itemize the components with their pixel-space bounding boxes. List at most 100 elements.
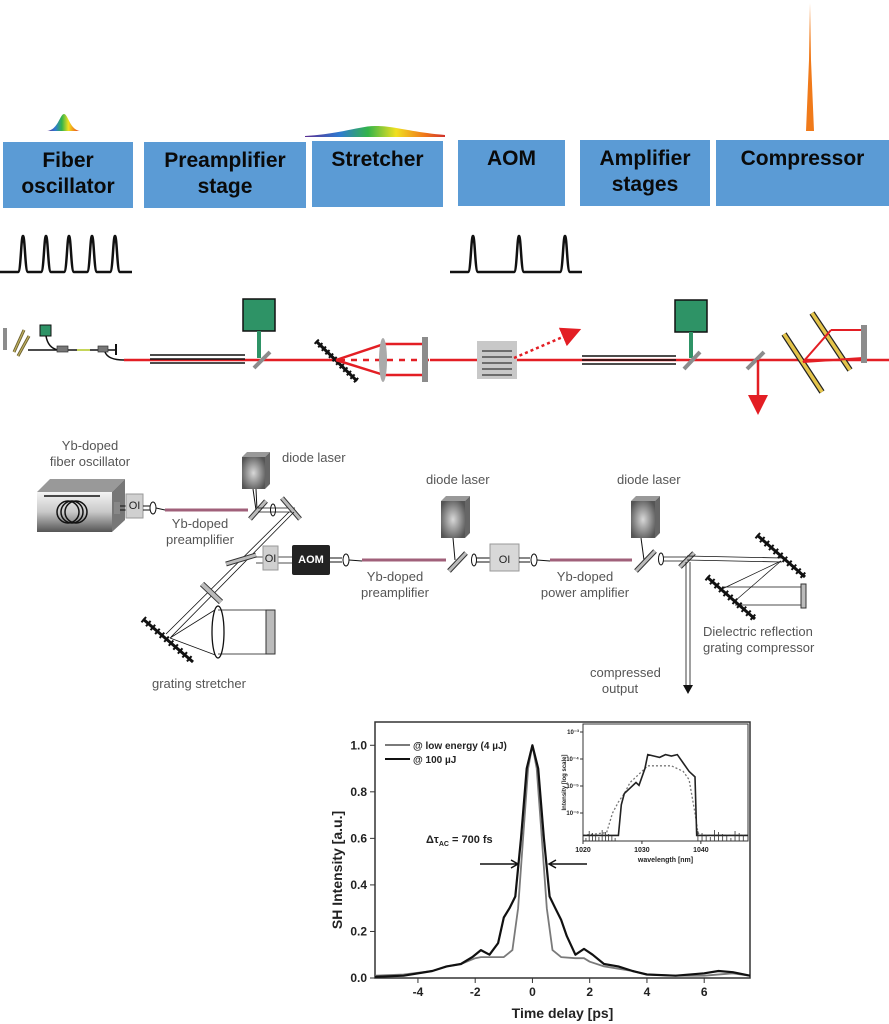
- pump-diode-1-icon: [242, 298, 276, 332]
- stretcher-icon: [313, 337, 430, 384]
- label-line: compressed: [590, 665, 661, 680]
- amplifier-fiber-icon: [582, 355, 676, 365]
- aom-crystal-icon: [477, 327, 582, 379]
- inset-y-tick-label: 10⁻⁴: [566, 757, 579, 763]
- compressed-pulse-icon: [806, 3, 814, 131]
- stage-label-line: Compressor: [740, 147, 865, 170]
- label-line: power amplifier: [540, 585, 630, 600]
- inset-frame: [582, 723, 749, 842]
- compressor-gratings-icon: [781, 311, 867, 394]
- stage-aom: AOM: [458, 140, 565, 206]
- stage-label-line: Preamplifier: [164, 149, 286, 172]
- x-axis-label: Time delay [ps]: [512, 1005, 614, 1021]
- compressed-output-arrow-icon: [683, 685, 693, 694]
- stage-label-line: oscillator: [21, 175, 115, 198]
- label-line: Dielectric reflection: [703, 624, 813, 639]
- inset-y-axis-label: Intensity [log scale]: [562, 754, 568, 810]
- stage-label-line: Fiber: [42, 149, 94, 172]
- pulse-trace: [450, 234, 582, 274]
- stage-stretcher: Stretcher: [312, 141, 443, 207]
- legend-label: @ 100 µJ: [413, 755, 456, 766]
- label-line: Yb-doped: [366, 569, 424, 584]
- aom-box-icon: [292, 545, 330, 575]
- label-line: Yb-doped: [556, 569, 614, 584]
- fwhm-annotation: ΔτAC = 700 fs: [426, 834, 493, 848]
- inset-y-tick-label: 10⁻⁶: [566, 811, 579, 817]
- plot-frame: [374, 721, 751, 979]
- label-preamp-2: Yb-doped preamplifier: [355, 569, 435, 601]
- isolator-2-label: OI: [264, 553, 277, 565]
- pulse-trace: [0, 234, 132, 274]
- series-line: [374, 744, 751, 978]
- detailed-setup: [37, 452, 808, 694]
- oscillator-spectrum-icon: [47, 114, 80, 131]
- inset-x-tick-label: 1020: [575, 847, 591, 854]
- diode-laser-2-icon: [441, 496, 470, 561]
- label-diode-3: diode laser: [617, 472, 681, 487]
- legend-label: @ low energy (4 µJ): [413, 741, 507, 752]
- x-tick-label: 2: [586, 985, 593, 999]
- fwhm-arrow-left: [480, 859, 520, 869]
- y-tick-label: 0.8: [350, 785, 367, 799]
- x-tick-label: -2: [470, 985, 481, 999]
- label-diode-1: diode laser: [282, 450, 346, 465]
- label-line: grating compressor: [703, 640, 815, 655]
- stage-label-line: AOM: [487, 147, 536, 170]
- diode-laser-3-icon: [631, 496, 660, 561]
- label-line: preamplifier: [166, 532, 234, 547]
- label-preamp-1: Yb-doped preamplifier: [160, 516, 240, 548]
- y-tick-label: 0.0: [350, 971, 367, 985]
- label-line: Yb-doped: [61, 438, 119, 453]
- label-line: preamplifier: [361, 585, 429, 600]
- inset-y-tick-label: 10⁻³: [567, 729, 579, 736]
- diode-laser-1-icon: [242, 452, 270, 511]
- y-axis-label: SH Intensity [a.u.]: [329, 811, 345, 929]
- y-tick-label: 1.0: [350, 738, 367, 752]
- isolator-3-icon: [489, 543, 520, 572]
- stretcher-grating-icon: [140, 605, 276, 665]
- inset-series-line: [583, 753, 748, 837]
- stage-amplifier: Amplifier stages: [580, 140, 710, 206]
- pump-diode-small-icon: [39, 324, 52, 337]
- pump-diode-2-icon: [674, 299, 708, 333]
- aom-box-label: AOM: [298, 554, 324, 566]
- label-stretcher: grating stretcher: [152, 676, 246, 691]
- y-tick-label: 0.6: [350, 831, 367, 845]
- label-power-amp: Yb-doped power amplifier: [535, 569, 635, 601]
- label-line: fiber oscillator: [49, 454, 131, 469]
- inset-series-line: [582, 765, 748, 837]
- fwhm-arrow-right: [547, 859, 587, 869]
- end-mirror-icon: [3, 328, 7, 350]
- oscillator-box-icon: [37, 479, 125, 532]
- simplified-beamline: [3, 298, 889, 415]
- dichroic-mirror-icon: [252, 350, 272, 370]
- inset-x-tick-label: 1040: [693, 847, 709, 854]
- x-tick-label: 4: [644, 985, 651, 999]
- stage-label-line: stages: [611, 173, 679, 196]
- x-tick-label: -4: [413, 985, 424, 999]
- isolator-1-label: OI: [128, 500, 141, 512]
- label-line: output: [601, 681, 639, 696]
- label-output: compressed output: [590, 665, 661, 697]
- isolator-2-icon: [262, 545, 279, 571]
- x-tick-label: 6: [701, 985, 708, 999]
- stage-preamplifier: Preamplifier stage: [144, 142, 306, 208]
- y-tick-label: 0.2: [350, 924, 367, 938]
- x-tick-label: 0: [529, 985, 536, 999]
- stage-label-line: Amplifier: [599, 147, 691, 170]
- stretched-spectrum-icon: [305, 126, 445, 137]
- preamp-fiber-icon: [150, 354, 245, 364]
- label-compressor: Dielectric reflection grating compressor: [703, 624, 814, 656]
- isolator-3-label: OI: [498, 554, 511, 566]
- label-oscillator: Yb-doped fiber oscillator: [40, 438, 140, 470]
- dielectric-compressor-icon: [686, 532, 808, 622]
- stage-fiber-oscillator: Fiber oscillator: [3, 142, 133, 208]
- y-tick-label: 0.4: [350, 878, 367, 892]
- stage-compressor: Compressor: [716, 140, 889, 206]
- inset-y-tick-label: 10⁻⁵: [566, 784, 579, 790]
- stage-label-line: Stretcher: [331, 148, 424, 171]
- oscillator-pulse-train: [0, 234, 132, 274]
